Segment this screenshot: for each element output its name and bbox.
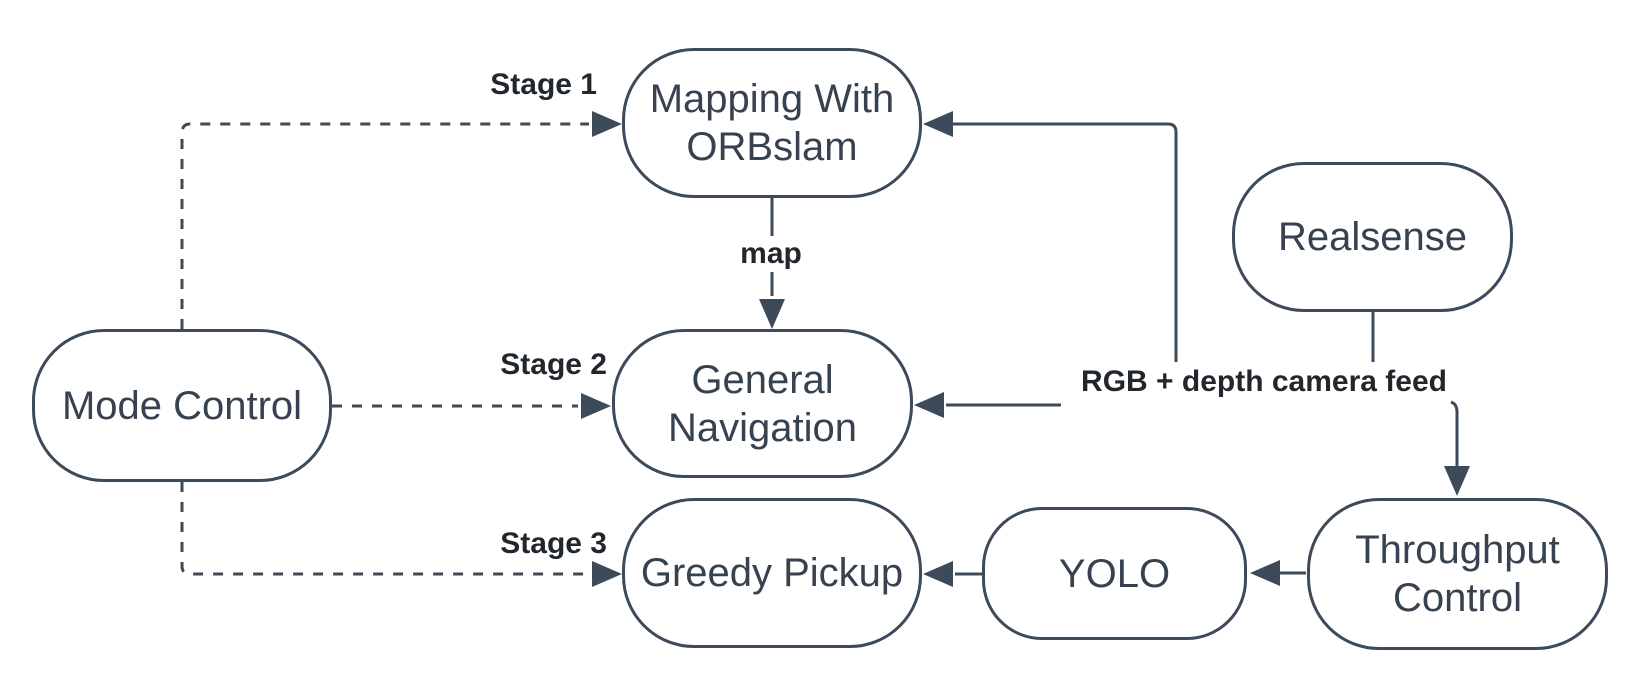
node-greedy-pickup: Greedy Pickup <box>622 498 922 648</box>
edge-feed-to-throughput <box>1450 400 1459 466</box>
edge-label-stage3: Stage 3 <box>500 527 607 560</box>
edge-label-stage1: Stage 1 <box>490 68 597 101</box>
node-mode-control: Mode Control <box>32 329 332 482</box>
edge-label-camera-feed: RGB + depth camera feed <box>1073 364 1455 400</box>
arrowhead-stage3 <box>592 561 622 587</box>
node-greedy-pickup-label: Greedy Pickup <box>640 551 904 595</box>
arrowhead-map <box>759 299 785 329</box>
arrowhead-stage1 <box>592 111 622 137</box>
arrowhead-stage2 <box>581 393 611 419</box>
node-general-navigation-label: General Navigation <box>667 357 857 450</box>
node-general-navigation: General Navigation <box>612 329 913 478</box>
node-mapping-orbslam: Mapping With ORBslam <box>622 48 922 198</box>
edge-stage1 <box>180 122 589 329</box>
edge-label-map: map <box>732 236 810 272</box>
edge-label-stage2: Stage 2 <box>500 348 607 381</box>
edge-feed-to-mapping <box>953 122 1178 362</box>
arrowhead-yolo-to-greedy <box>923 561 953 587</box>
arrowhead-throughput-to-yolo <box>1250 560 1280 586</box>
node-realsense-label: Realsense <box>1277 215 1467 259</box>
node-mapping-orbslam-label: Mapping With ORBslam <box>649 77 895 169</box>
node-mode-control-label: Mode Control <box>61 383 303 428</box>
node-yolo: YOLO <box>982 507 1247 640</box>
node-yolo-label: YOLO <box>1058 551 1171 596</box>
node-throughput-control: Throughput Control <box>1307 498 1608 650</box>
node-realsense: Realsense <box>1232 162 1513 312</box>
node-throughput-control-label: Throughput Control <box>1355 528 1560 620</box>
arrowhead-feed-to-mapping <box>923 111 953 137</box>
arrowhead-feed-to-navigation <box>914 392 944 418</box>
arrowhead-feed-to-throughput <box>1444 466 1470 496</box>
